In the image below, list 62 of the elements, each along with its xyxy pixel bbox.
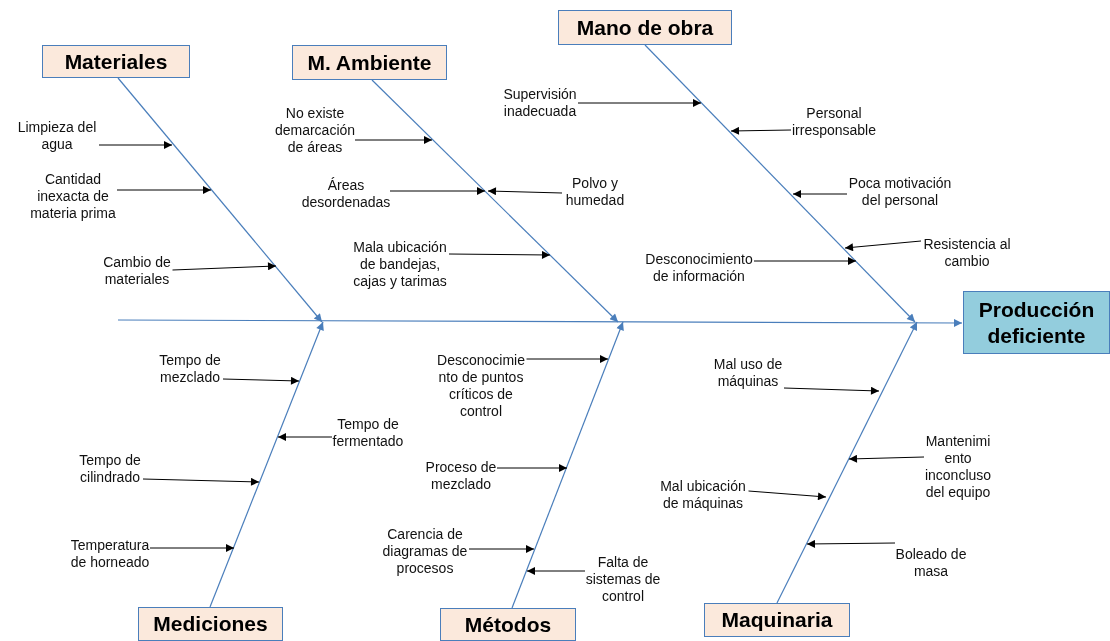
- arrow: [848, 454, 925, 463]
- arrow: [792, 190, 848, 198]
- cause-label: Resistencia al cambio: [919, 236, 1015, 270]
- effect-box: Producción deficiente: [963, 291, 1110, 354]
- arrow: [526, 355, 609, 363]
- cause-label: Cambio de materiales: [99, 254, 175, 288]
- cause-label: Mala ubicación de bandejas, cajas y tarimas: [349, 238, 451, 290]
- category-box: Mano de obra: [558, 10, 732, 45]
- arrow: [222, 376, 300, 385]
- cause-label: Mal ubicación de máquinas: [655, 478, 751, 512]
- cause-label: Boleado de masa: [893, 546, 969, 580]
- category-box: Materiales: [42, 45, 190, 78]
- cause-label: Personal irresponsable: [789, 105, 879, 139]
- cause-label: Carencia de diagramas de procesos: [379, 525, 471, 577]
- arrow: [142, 477, 260, 486]
- category-box: M. Ambiente: [292, 45, 447, 80]
- arrow: [748, 490, 827, 501]
- cause-label: Polvo y humedad: [560, 175, 630, 209]
- bone-arrow: [371, 79, 619, 323]
- cause-label: Falta de sistemas de control: [583, 553, 663, 605]
- arrow: [149, 544, 235, 552]
- cause-label: Mal uso de máquinas: [710, 356, 786, 390]
- cause-label: Proceso de mezclado: [423, 459, 499, 493]
- arrow: [806, 539, 896, 548]
- arrow: [98, 141, 173, 149]
- category-box: Métodos: [440, 608, 576, 641]
- arrow: [783, 386, 880, 395]
- arrow: [487, 187, 563, 196]
- arrow: [496, 464, 568, 472]
- bone-arrow: [644, 44, 916, 323]
- arrow: [844, 240, 922, 252]
- cause-label: Limpieza del agua: [13, 119, 101, 153]
- bone-arrow: [776, 321, 918, 604]
- cause-label: Cantidad inexacta de materia prima: [27, 170, 119, 222]
- cause-label: Desconocimiento de información: [642, 251, 756, 285]
- cause-label: Tempo de mezclado: [155, 352, 225, 386]
- arrow: [172, 262, 277, 271]
- bone-arrow: [209, 321, 324, 608]
- arrow: [577, 99, 702, 107]
- bone-arrow: [117, 77, 323, 323]
- bone-arrow: [511, 321, 624, 609]
- arrow: [354, 136, 433, 144]
- category-box: Maquinaria: [704, 603, 850, 637]
- cause-label: Mantenimi ento inconcluso del equipo: [922, 433, 994, 501]
- cause-label: Supervisión inadecuada: [500, 86, 580, 120]
- arrow: [730, 126, 792, 135]
- arrow: [526, 567, 586, 575]
- arrow: [389, 187, 486, 195]
- cause-label: No existe demarcación de áreas: [273, 104, 357, 156]
- arrow: [116, 186, 212, 194]
- cause-label: Tempo de fermentado: [330, 416, 406, 450]
- bone-arrow: [117, 318, 963, 327]
- cause-label: Temperatura de horneado: [68, 537, 152, 571]
- arrow: [753, 257, 857, 265]
- cause-label: Tempo de cilindrado: [75, 452, 145, 486]
- cause-label: Áreas desordenadas: [300, 177, 392, 211]
- arrow: [277, 433, 333, 441]
- arrow: [448, 250, 551, 259]
- category-box: Mediciones: [138, 607, 283, 641]
- cause-label: Desconocimie nto de puntos críticos de control: [433, 352, 529, 420]
- arrow: [468, 545, 535, 553]
- cause-label: Poca motivación del personal: [845, 175, 955, 209]
